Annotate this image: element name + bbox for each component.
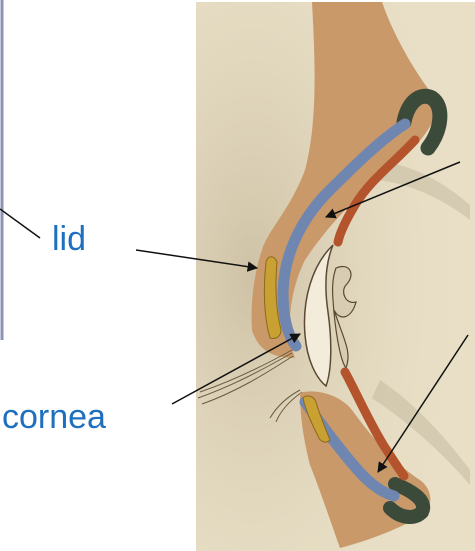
label-cornea: cornea [2,400,106,434]
lid-leader-left [0,209,40,238]
label-lid: lid [52,222,86,256]
